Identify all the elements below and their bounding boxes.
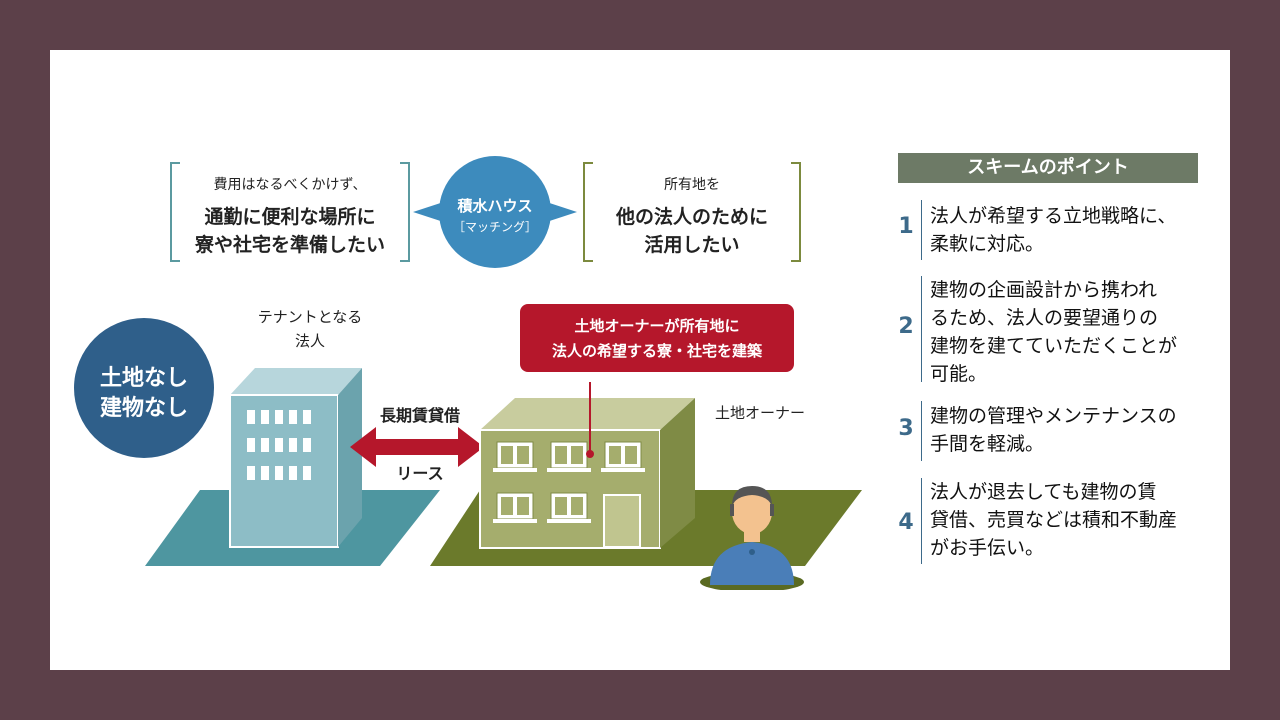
- lease-arrow: [350, 427, 484, 467]
- owner-person: [700, 486, 804, 590]
- callout-line2: 法人の希望する寮・社宅を建築: [551, 342, 762, 360]
- callout-box: [520, 304, 794, 372]
- hub-role: ［マッチング］: [452, 220, 537, 234]
- left-need-box: 費用はなるべくかけず、 通勤に便利な場所に 寮や社宅を準備したい: [170, 162, 410, 262]
- point-1-text: 法人が希望する立地戦略に、 柔軟に対応。: [930, 205, 1177, 255]
- point-2-divider: [921, 276, 922, 382]
- hub-arrows: [413, 156, 577, 268]
- owner-label: 土地オーナー: [714, 404, 805, 422]
- point-4-number: 4: [898, 510, 914, 535]
- point-2-number: 2: [898, 314, 914, 339]
- left-need-line2: 通勤に便利な場所に: [204, 206, 376, 228]
- badge-line1: 土地なし: [99, 366, 188, 391]
- scheme-illustration: [145, 368, 862, 590]
- point-4-text: 法人が退去しても建物の賃 貸借、売買などは積和不動産 がお手伝い。: [930, 481, 1178, 559]
- point-3-text: 建物の管理やメンテナンスの 手間を軽減。: [930, 405, 1177, 455]
- tenant-label-line1: テナントとなる: [257, 308, 363, 326]
- point-1-number: 1: [898, 214, 914, 239]
- right-need-line2: 他の法人のために: [615, 206, 768, 228]
- lease-bottom-label: リース: [396, 464, 444, 483]
- points-title: スキームのポイント: [898, 153, 1198, 183]
- callout-line1: 土地オーナーが所有地に: [574, 317, 740, 335]
- right-need-line3: 活用したい: [644, 234, 740, 256]
- point-2-text: 建物の企画設計から携われ るため、法人の要望通りの 建物を建てていただくことが …: [930, 279, 1178, 385]
- hub-company: 積水ハウス: [457, 197, 533, 215]
- right-need-line1: 所有地を: [664, 177, 720, 193]
- badge-line2: 建物なし: [99, 396, 188, 421]
- point-3-number: 3: [898, 416, 914, 441]
- no-land-badge: [74, 318, 214, 458]
- lease-top-label: 長期賃貸借: [379, 406, 460, 425]
- left-need-line3: 寮や社宅を準備したい: [194, 234, 385, 256]
- point-3-divider: [921, 401, 922, 461]
- slide: 費用はなるべくかけず、 通勤に便利な場所に 寮や社宅を準備したい 積水ハウス ［…: [50, 50, 1230, 670]
- point-4-divider: [921, 478, 922, 564]
- tenant-label-line2: 法人: [294, 332, 325, 350]
- left-need-line1: 費用はなるべくかけず、: [213, 177, 367, 193]
- tenant-building: [229, 368, 362, 548]
- right-need-box: 所有地を 他の法人のために 活用したい: [583, 162, 801, 262]
- point-1-divider: [921, 200, 922, 260]
- dorm-building: [479, 398, 695, 549]
